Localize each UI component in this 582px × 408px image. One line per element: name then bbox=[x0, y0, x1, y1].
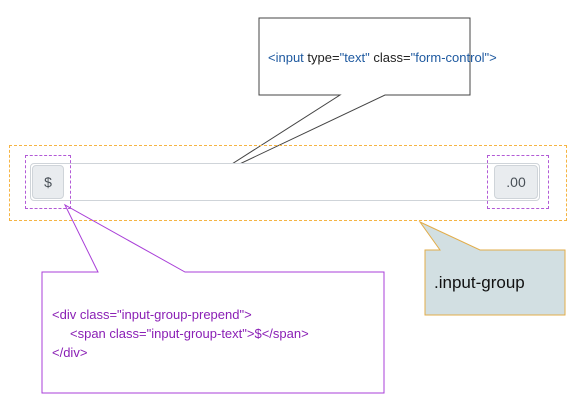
code-line-2: <span class="input-group-text">$</span> bbox=[52, 324, 309, 343]
prepend-highlight bbox=[25, 155, 71, 209]
code-attr: class= bbox=[369, 50, 411, 65]
input-group-label: .input-group bbox=[434, 273, 525, 292]
code-value: "input-group-text" bbox=[146, 326, 247, 341]
code-close: >$</span> bbox=[246, 326, 309, 341]
top-callout-text: <input type="text" class="form-control"> bbox=[268, 50, 497, 65]
code-value: "input-group-prepend" bbox=[117, 307, 245, 322]
prepend-text: $ bbox=[44, 174, 52, 190]
code-open: <div class= bbox=[52, 307, 118, 322]
bottom-callout-text: <div class="input-group-prepend"> <span … bbox=[52, 305, 309, 362]
append-text: .00 bbox=[506, 174, 526, 190]
prepend-addon: $ bbox=[32, 165, 64, 199]
code-attr: type= bbox=[303, 50, 340, 65]
bottom-callout-shape bbox=[41, 203, 385, 394]
input-group-outline bbox=[9, 145, 567, 221]
append-addon: .00 bbox=[494, 165, 538, 199]
append-highlight bbox=[487, 155, 549, 209]
code-close: > bbox=[244, 307, 252, 322]
code-close: > bbox=[489, 50, 497, 65]
code-open: <span class= bbox=[70, 326, 147, 341]
code-tag: <input bbox=[268, 50, 304, 65]
top-callout-shape bbox=[209, 17, 471, 179]
group-callout-shape bbox=[418, 220, 566, 316]
code-value: "text" bbox=[339, 50, 370, 65]
code-line-3: </div> bbox=[52, 345, 88, 360]
code-line-1: <div class="input-group-prepend"> bbox=[52, 305, 309, 324]
form-control-input[interactable] bbox=[30, 163, 540, 201]
code-value: "form-control" bbox=[410, 50, 490, 65]
